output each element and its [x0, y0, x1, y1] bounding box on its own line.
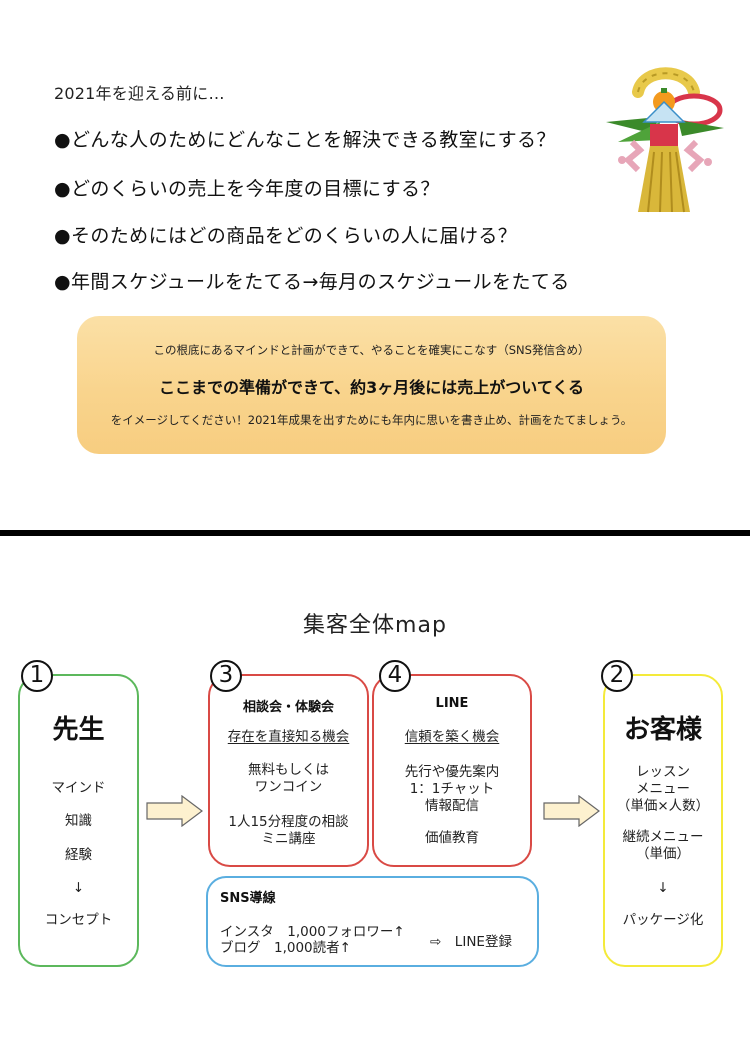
customer-title: お客様	[623, 715, 702, 745]
line-title: LINE	[435, 696, 469, 711]
teacher-item: コンセプト	[44, 912, 113, 928]
intro-text: 2021年を迎える前に…	[54, 84, 225, 103]
step-number-badge: 4	[379, 660, 411, 692]
shimekazari-icon	[598, 62, 730, 222]
bullet-item: ●そのためにはどの商品をどのくらいの人に届ける？	[54, 225, 518, 247]
callout-line-2: ここまでの準備ができて、約3ヶ月後には売上がついてくる	[158, 378, 585, 397]
right-arrow-icon	[146, 794, 204, 828]
sns-instagram: インスタ 1,000フォロワー↑	[220, 924, 405, 940]
line-subtitle: 信頼を築く機会	[404, 729, 500, 745]
teacher-title: 先生	[52, 715, 105, 745]
consult-item: ワンコイン	[254, 779, 323, 795]
consult-item: 無料もしくは	[248, 762, 329, 778]
consult-item: ミニ講座	[261, 831, 316, 847]
bullet-item: ●年間スケジュールをたてる→毎月のスケジュールをたてる	[54, 271, 570, 293]
customer-item: レッスン	[636, 764, 690, 780]
customer-item: （単価）	[636, 846, 690, 862]
customer-item: 継続メニュー	[622, 829, 704, 845]
line-item: 情報配信	[425, 798, 479, 814]
summary-callout: この根底にあるマインドと計画ができて、やることを確実にこなす（SNS発信含め） …	[77, 316, 666, 454]
bullet-item: ●どんな人のためにどんなことを解決できる教室にする？	[54, 129, 556, 151]
sns-title: SNS導線	[220, 891, 276, 906]
teacher-panel: 先生 マインド 知識 経験 ↓ コンセプト	[18, 674, 139, 967]
sns-to-line: ⇨ LINE登録	[430, 934, 512, 950]
line-item: 価値教育	[425, 830, 479, 846]
callout-line-3: をイメージしてください！2021年成果を出すためにも年内に思いを書き止め、計画を…	[110, 413, 633, 427]
teacher-item: マインド	[51, 780, 106, 796]
bullet-item: ●どのくらいの売上を今年度の目標にする？	[54, 178, 440, 200]
right-arrow-icon	[543, 794, 601, 828]
teacher-item: 経験	[65, 847, 92, 863]
teacher-item: 知識	[65, 813, 92, 829]
down-arrow: ↓	[72, 880, 85, 896]
consult-title: 相談会・体験会	[242, 700, 334, 715]
customer-item: メニュー	[636, 781, 690, 797]
step-number-badge: 2	[601, 660, 633, 692]
customer-item: （単価×人数）	[616, 798, 710, 814]
consult-item: 1人15分程度の相談	[228, 814, 349, 830]
line-item: 先行や優先案内	[404, 764, 500, 780]
line-item: 1：1チャット	[409, 781, 495, 797]
consult-subtitle: 存在を直接知る機会	[227, 729, 350, 745]
customer-item: パッケージ化	[622, 912, 704, 928]
section-divider	[0, 530, 750, 536]
sns-blog: ブログ 1,000読者↑	[220, 940, 351, 956]
step-number-badge: 1	[21, 660, 53, 692]
customer-panel: お客様 レッスン メニュー （単価×人数） 継続メニュー （単価） ↓ パッケー…	[603, 674, 723, 967]
step-number-badge: 3	[210, 660, 242, 692]
line-panel: LINE 信頼を築く機会 先行や優先案内 1：1チャット 情報配信 価値教育	[372, 674, 532, 867]
map-title: 集客全体map	[303, 613, 447, 638]
sns-panel: SNS導線 インスタ 1,000フォロワー↑ ブログ 1,000読者↑ ⇨ LI…	[206, 876, 539, 967]
consult-panel: 相談会・体験会 存在を直接知る機会 無料もしくは ワンコイン 1人15分程度の相…	[208, 674, 369, 867]
down-arrow: ↓	[657, 880, 669, 896]
callout-line-1: この根底にあるマインドと計画ができて、やることを確実にこなす（SNS発信含め）	[153, 343, 590, 357]
